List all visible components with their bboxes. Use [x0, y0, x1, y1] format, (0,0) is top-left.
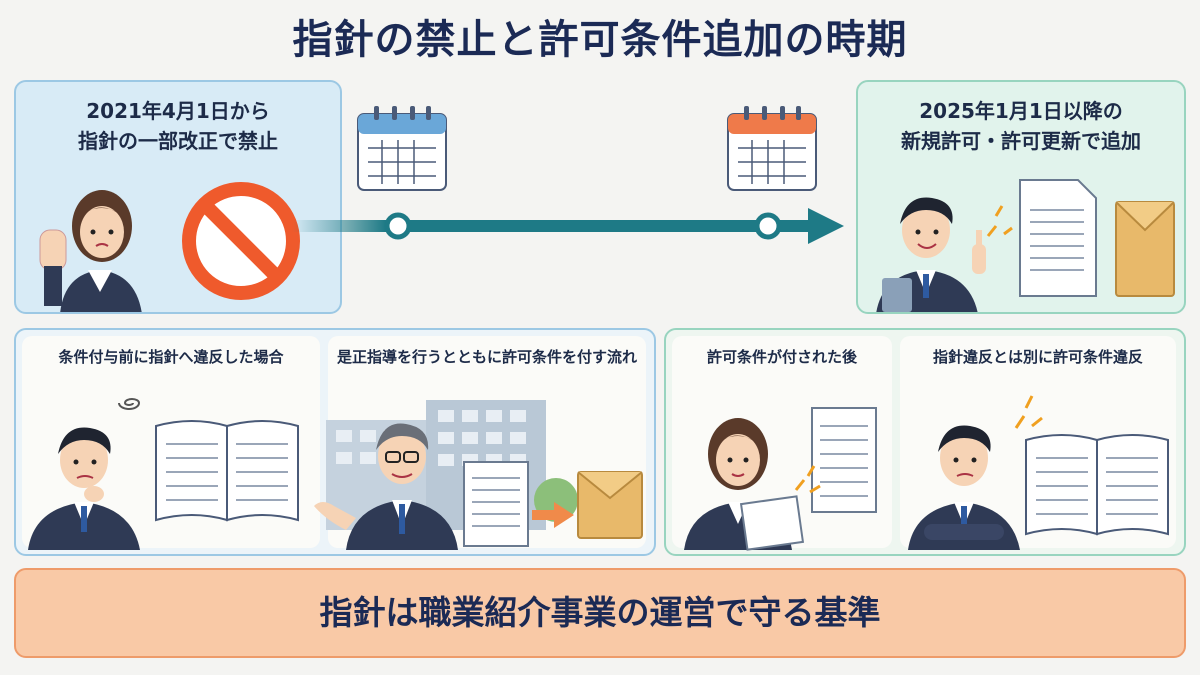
attention-marks-icon — [1014, 395, 1043, 429]
calendar-icon — [727, 106, 817, 191]
instructor-man-illustration — [314, 423, 458, 550]
violation-case-label: 条件付与前に指針へ違反した場合 — [58, 348, 284, 366]
open-book-icon — [1025, 434, 1169, 536]
worried-man-illustration — [28, 427, 140, 550]
man-pointing-illustration — [876, 197, 986, 312]
troubled-man-arms-crossed-illustration — [908, 425, 1020, 550]
timeline-arrow — [292, 208, 844, 244]
permit-date-text: 2025年1月1日以降の — [919, 99, 1123, 123]
envelope-icon — [1115, 201, 1175, 297]
document-icon — [811, 407, 877, 513]
permit-description-text: 新規許可・許可更新で追加 — [901, 129, 1141, 153]
envelope-icon — [577, 471, 643, 539]
document-icon — [1019, 179, 1097, 297]
attention-marks-icon — [986, 205, 1013, 237]
arrow-right-icon — [532, 502, 574, 528]
condition-violation-label: 指針違反とは別に許可条件違反 — [932, 348, 1143, 366]
footer-banner: 指針は職業紹介事業の運営で守る基準 — [14, 568, 1186, 658]
no-entry-sign-icon — [182, 182, 300, 300]
prohibition-description-text: 指針の一部改正で禁止 — [78, 129, 278, 153]
pre-condition-violation-panel: 条件付与前に指針へ違反した場合 是正指導を行うとともに許可条件を付す流れ — [14, 328, 656, 556]
post-condition-violation-panel: 許可条件が付された後 指針違反とは別に許可条件違反 — [664, 328, 1186, 556]
page-title: 指針の禁止と許可条件追加の時期 — [292, 17, 908, 63]
attention-marks-icon — [794, 465, 821, 494]
prohibition-panel: 2021年4月1日から 指針の一部改正で禁止 — [14, 80, 342, 314]
confusion-swirl-icon — [118, 398, 141, 410]
permit-condition-panel: 2025年1月1日以降の 新規許可・許可更新で追加 — [856, 80, 1186, 314]
calendar-icon — [357, 106, 447, 191]
woman-stop-gesture-illustration — [39, 190, 142, 312]
woman-reading-document-illustration — [684, 418, 805, 551]
condition-attached-label: 許可条件が付された後 — [706, 348, 857, 366]
prohibition-date-text: 2021年4月1日から — [86, 99, 270, 123]
corrective-guidance-label: 是正指導を行うとともに許可条件を付す流れ — [336, 348, 637, 366]
open-book-icon — [155, 420, 299, 522]
document-icon — [463, 461, 529, 547]
